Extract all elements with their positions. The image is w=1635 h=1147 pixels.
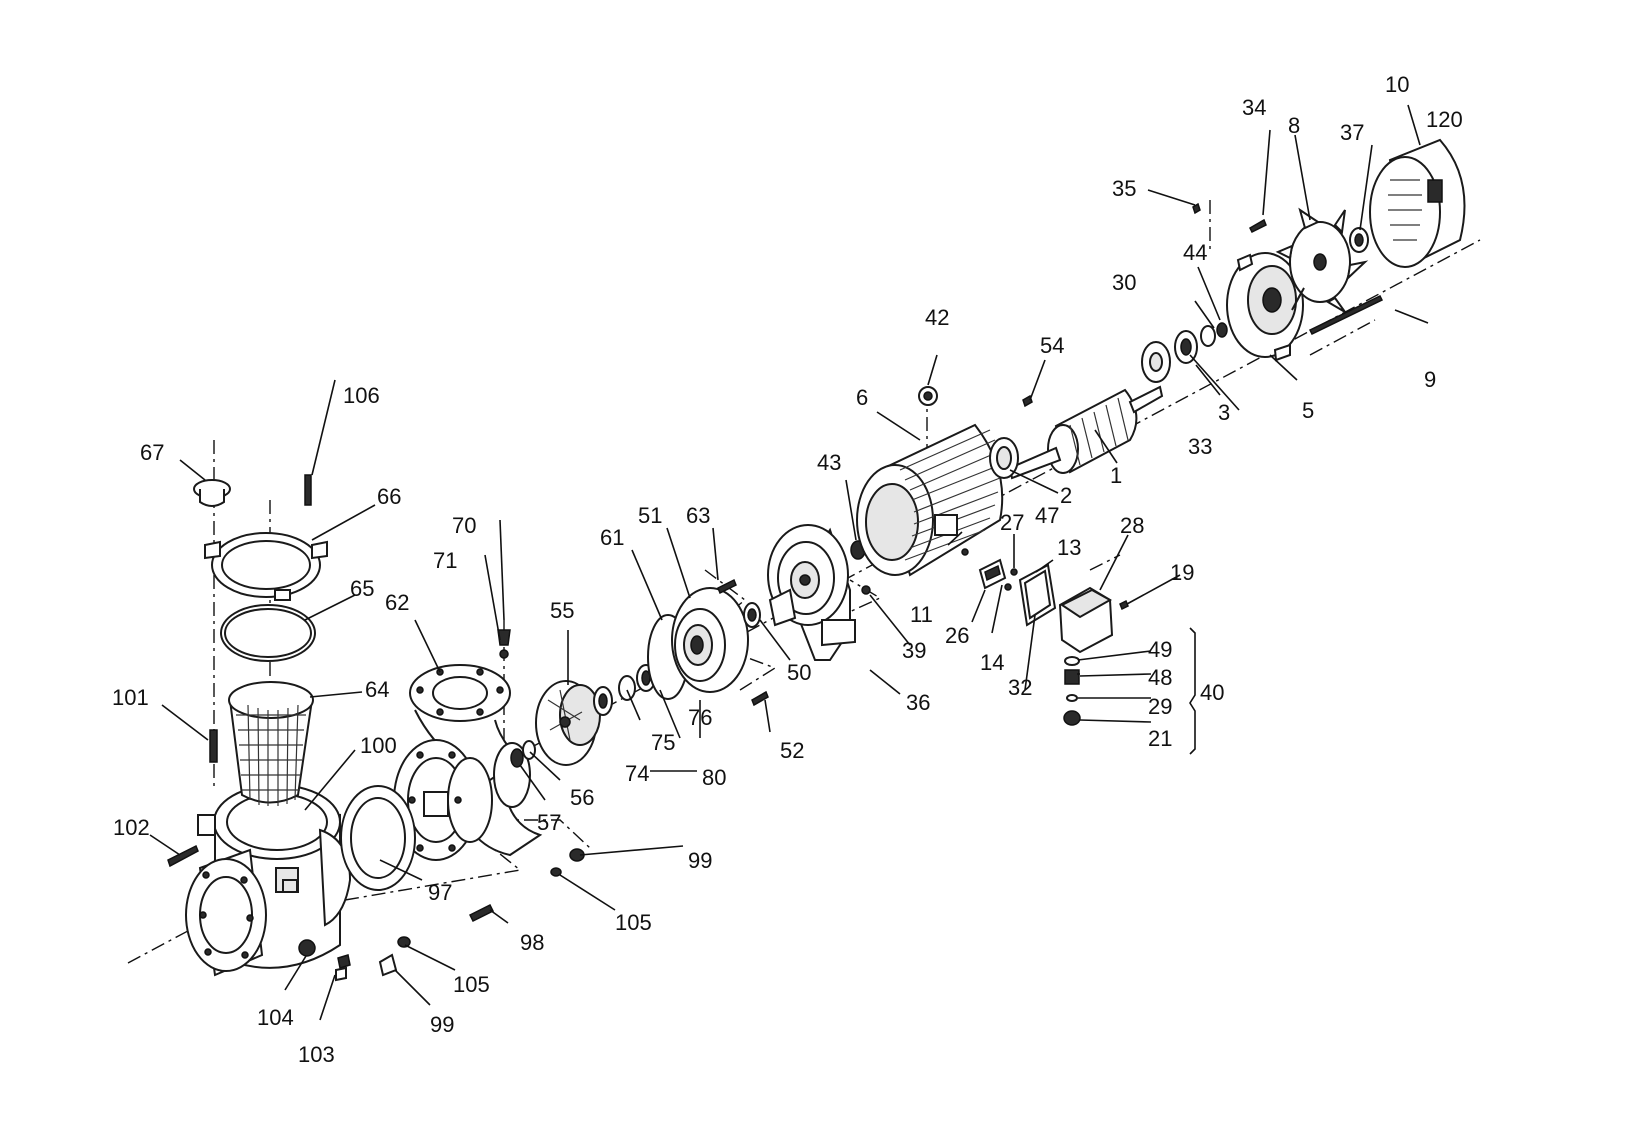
gasket-32 [1018,563,1057,627]
o-ring-65 [220,604,316,662]
label-part-99-lower: 99 [430,1012,454,1037]
end-shield-5 [1226,252,1304,362]
label-part-29: 29 [1148,694,1172,719]
label-part-1: 1 [1110,463,1122,488]
impeller-55 [535,680,601,766]
label-part-26: 26 [945,623,969,648]
bearings-rear [1141,322,1228,383]
strainer-basket-64 [228,681,314,806]
label-part-106: 106 [343,383,380,408]
label-part-42: 42 [925,305,949,330]
label-part-5: 5 [1302,398,1314,423]
label-part-57: 57 [537,810,561,835]
label-part-120: 120 [1426,107,1463,132]
label-part-6: 6 [856,385,868,410]
label-part-32: 32 [1008,675,1032,700]
label-part-19: 19 [1170,560,1194,585]
label-part-8: 8 [1288,113,1300,138]
label-part-67: 67 [140,440,164,465]
fan-cover-10 [1369,138,1466,268]
label-part-34: 34 [1242,95,1266,120]
label-part-3: 3 [1218,400,1230,425]
label-part-50: 50 [787,660,811,685]
label-part-47: 47 [1035,503,1059,528]
label-part-75: 75 [651,730,675,755]
label-part-102: 102 [113,815,150,840]
label-part-40: 40 [1200,680,1224,705]
label-part-52: 52 [780,738,804,763]
label-part-65: 65 [350,576,374,601]
label-part-55: 55 [550,598,574,623]
label-part-97: 97 [428,880,452,905]
label-part-13: 13 [1057,535,1081,560]
label-part-98: 98 [520,930,544,955]
label-part-104: 104 [257,1005,294,1030]
label-part-105-upper: 105 [615,910,652,935]
label-part-61: 61 [600,525,624,550]
screws-34-35 [1192,202,1267,234]
label-part-80: 80 [702,765,726,790]
cable-gland-parts [1004,568,1129,726]
label-part-62: 62 [385,590,409,615]
label-part-51: 51 [638,503,662,528]
label-part-101: 101 [112,685,149,710]
label-part-76: 76 [688,705,712,730]
label-part-44: 44 [1183,240,1207,265]
gasket-97 [340,785,416,891]
label-part-28: 28 [1120,513,1144,538]
label-part-74: 74 [625,761,649,786]
knob-67 [193,479,231,507]
label-part-63: 63 [686,503,710,528]
label-part-71: 71 [433,548,457,573]
bearing-2 [989,437,1019,479]
label-part-64: 64 [365,677,389,702]
label-part-70: 70 [452,513,476,538]
plugs-lower [378,848,585,977]
label-part-100: 100 [360,733,397,758]
rotor-1 [1008,385,1164,480]
label-part-27: 27 [1000,510,1024,535]
leader-lines [149,104,1429,1021]
terminal-block-26 [978,558,1007,590]
motor-stator-6 [856,386,1004,577]
label-part-39: 39 [902,638,926,663]
terminal-box-cover-28 [1058,586,1114,654]
label-part-49: 49 [1148,637,1172,662]
tie-rod-9 [1308,295,1384,335]
label-part-2: 2 [1060,483,1072,508]
label-part-99-upper: 99 [688,848,712,873]
label-part-48: 48 [1148,665,1172,690]
label-part-43: 43 [817,450,841,475]
label-part-37: 37 [1340,120,1364,145]
label-part-10: 10 [1385,72,1409,97]
label-part-11: 11 [910,602,933,627]
label-part-105-lower: 105 [453,972,490,997]
fasteners-strainer [167,474,351,982]
fan-8 [1275,207,1369,313]
screw-14 [961,548,969,556]
label-part-54: 54 [1040,333,1064,358]
motor-bracket-36 [767,524,871,661]
bolt-63-52-50 [717,578,769,707]
lid-ring-66 [204,532,328,601]
part-number-labels: 1 2 3 5 6 8 9 10 11 13 14 19 21 26 27 28… [112,72,1463,1067]
strainer-housing-100 [185,784,352,977]
label-part-103: 103 [298,1042,335,1067]
label-part-35: 35 [1112,176,1136,201]
label-part-36: 36 [906,690,930,715]
label-part-14: 14 [980,650,1004,675]
label-part-33: 33 [1188,434,1212,459]
label-part-9: 9 [1424,367,1436,392]
seal-plate-51 [671,587,749,693]
label-part-66: 66 [377,484,401,509]
small-parts-56-57-74-75-76 [497,629,656,768]
label-part-30: 30 [1112,270,1136,295]
label-part-21: 21 [1148,726,1172,751]
label-part-56: 56 [570,785,594,810]
